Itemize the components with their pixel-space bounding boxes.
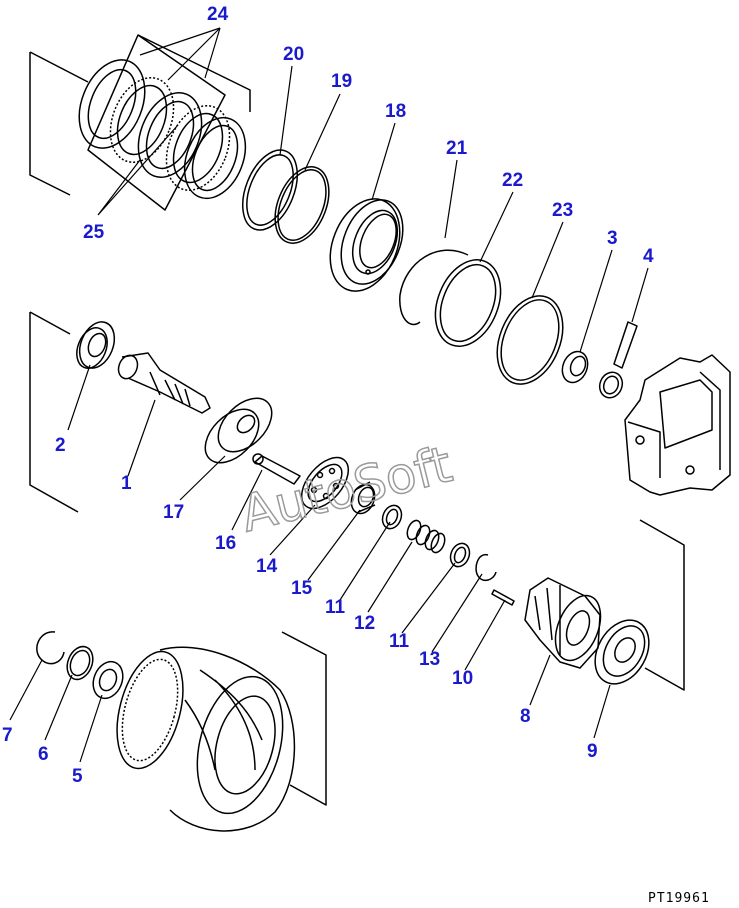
shim-6 xyxy=(66,645,94,681)
label-4: 4 xyxy=(643,246,654,267)
bearing-3 xyxy=(561,350,589,384)
bearing-2 xyxy=(76,321,116,369)
pin-4 xyxy=(598,321,638,399)
plate-17 xyxy=(204,397,273,464)
label-16: 16 xyxy=(215,533,236,554)
motor-housing xyxy=(624,354,731,496)
watermark-text: AutoSoft xyxy=(235,435,457,543)
label-21: 21 xyxy=(446,138,468,159)
label-23: 23 xyxy=(552,200,573,221)
disk-pack-24-25 xyxy=(78,34,251,211)
label-8: 8 xyxy=(520,706,531,727)
label-24: 24 xyxy=(207,4,229,25)
retainer-14 xyxy=(300,456,350,510)
label-9: 9 xyxy=(587,741,598,762)
drawing-code: PT19961 xyxy=(648,891,710,906)
label-6: 6 xyxy=(38,744,49,765)
snap-ring-13 xyxy=(475,553,497,582)
label-7: 7 xyxy=(2,725,13,746)
label-10: 10 xyxy=(452,668,473,689)
label-13: 13 xyxy=(419,649,440,670)
leader-lines xyxy=(9,27,649,763)
o-ring-19 xyxy=(274,166,330,244)
piston-18 xyxy=(329,198,404,292)
cylinder-block-8 xyxy=(524,577,602,669)
ring-22 xyxy=(434,259,502,347)
bracket-mid xyxy=(29,311,79,513)
snap-ring-21 xyxy=(399,249,469,326)
label-11a: 11 xyxy=(325,597,346,618)
label-12: 12 xyxy=(354,613,375,634)
pin-10 xyxy=(491,589,515,606)
watermark: AutoSoft xyxy=(234,434,458,544)
label-11b: 11 xyxy=(389,631,410,652)
spring-12 xyxy=(406,519,446,554)
snap-ring-7 xyxy=(36,631,65,665)
label-5: 5 xyxy=(72,766,83,787)
drive-housing xyxy=(116,646,296,832)
ring-23 xyxy=(496,295,564,385)
ring-20 xyxy=(241,149,299,231)
bracket-top xyxy=(29,51,89,196)
shaft-1 xyxy=(117,352,211,414)
label-22: 22 xyxy=(502,170,523,191)
bracket-right xyxy=(639,519,685,691)
label-17: 17 xyxy=(163,502,184,523)
label-19: 19 xyxy=(331,71,352,92)
valve-plate-9 xyxy=(594,619,650,685)
label-1: 1 xyxy=(121,473,132,494)
label-15: 15 xyxy=(291,578,313,599)
label-14: 14 xyxy=(256,556,278,577)
bracket-bottom xyxy=(281,631,327,806)
label-25: 25 xyxy=(83,222,105,243)
label-20: 20 xyxy=(283,44,304,65)
spacer-11b xyxy=(449,542,471,568)
label-18: 18 xyxy=(385,101,406,122)
pin-16 xyxy=(252,453,301,485)
label-3: 3 xyxy=(607,228,618,249)
label-2: 2 xyxy=(55,435,66,456)
